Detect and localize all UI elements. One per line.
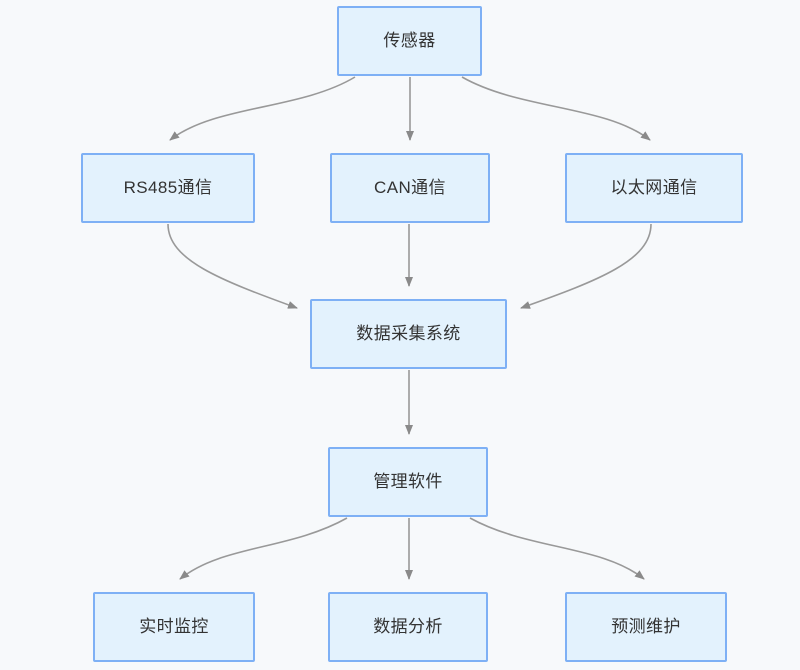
node-software[interactable]: 管理软件	[328, 447, 488, 517]
edge-software-to-monitor	[179, 517, 348, 580]
node-label-rs485: RS485通信	[123, 177, 213, 197]
node-ethernet[interactable]: 以太网通信	[565, 153, 743, 223]
node-label-analysis: 数据分析	[373, 616, 443, 636]
node-label-predict: 预测维护	[611, 616, 681, 636]
edge-software-to-predict	[469, 517, 645, 580]
node-label-can: CAN通信	[374, 177, 446, 197]
node-predict[interactable]: 预测维护	[565, 592, 727, 662]
edge-sensor-to-ethernet	[461, 76, 651, 141]
node-label-daq: 数据采集系统	[356, 323, 461, 343]
edge-rs485-to-daq	[167, 223, 298, 309]
node-sensor[interactable]: 传感器	[337, 6, 482, 76]
node-label-software: 管理软件	[373, 471, 443, 491]
node-label-monitor: 实时监控	[139, 616, 209, 636]
node-can[interactable]: CAN通信	[330, 153, 490, 223]
node-daq[interactable]: 数据采集系统	[310, 299, 507, 369]
edge-ethernet-to-daq	[520, 223, 652, 309]
edge-sensor-to-rs485	[169, 76, 356, 141]
node-rs485[interactable]: RS485通信	[81, 153, 255, 223]
node-analysis[interactable]: 数据分析	[328, 592, 488, 662]
node-monitor[interactable]: 实时监控	[93, 592, 255, 662]
node-label-ethernet: 以太网通信	[610, 177, 698, 197]
node-label-sensor: 传感器	[383, 30, 436, 50]
